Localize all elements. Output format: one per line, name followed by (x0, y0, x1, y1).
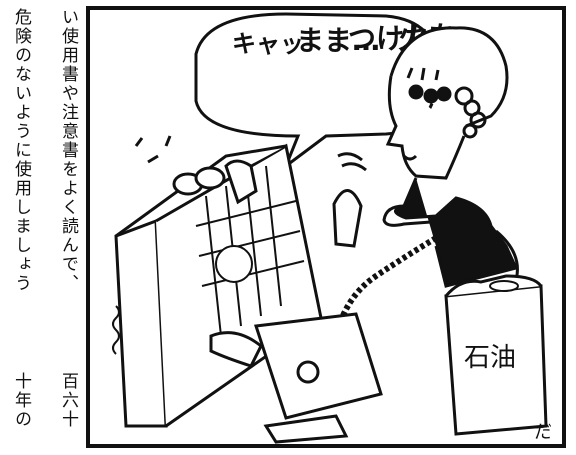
woman-figure (382, 26, 519, 298)
article-text-column-3: 百六十 (58, 372, 78, 429)
comic-panel: 火を つけた まま… キャッ (86, 6, 566, 448)
article-text-column-1: い使用書や注意書をよく読んで、 (58, 8, 78, 293)
article-text-column-4: 十年の (11, 372, 31, 429)
speech-line-3: まま… (296, 24, 380, 57)
artist-signature: だ (534, 422, 552, 443)
comic-illustration: 火を つけた まま… キャッ (86, 6, 566, 448)
article-text-column-2: 危険のないように使用しましょう (11, 8, 31, 293)
can-label: 石油 (464, 343, 516, 373)
heater-character (112, 135, 367, 368)
kerosene-can: 石油 (444, 274, 548, 436)
speech-line-4: キャッ (232, 30, 304, 58)
